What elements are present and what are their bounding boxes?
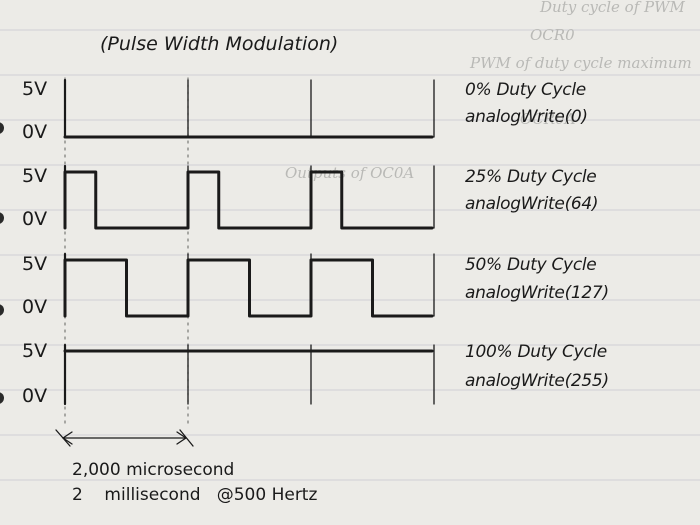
analogwrite-call: analogWrite(0) xyxy=(465,107,588,127)
ghost-text: Duty cycle of PWM OCR0 PWM of duty cycle… xyxy=(285,0,692,182)
duty-cycle-label: 25% Duty Cycle xyxy=(465,167,596,187)
axes-group xyxy=(63,78,435,406)
binder-hole xyxy=(0,122,4,134)
tick-mark-right xyxy=(179,429,194,447)
ghost-text-line: OCR0A xyxy=(520,110,576,128)
voltage-low-label: 0V xyxy=(22,208,47,230)
row-0-duty-0: 5V 0V 0% Duty Cycle analogWrite(0) xyxy=(22,78,588,143)
voltage-high-label: 5V xyxy=(22,340,47,362)
ghost-text-line: Duty cycle of PWM xyxy=(539,0,686,16)
analogwrite-call: analogWrite(127) xyxy=(465,283,609,303)
voltage-high-label: 5V xyxy=(22,165,47,187)
voltage-low-label: 0V xyxy=(22,385,47,407)
binder-holes xyxy=(0,122,4,404)
voltage-high-label: 5V xyxy=(22,253,47,275)
ruled-lines xyxy=(0,29,700,481)
row-1-duty-25: 5V 0V 25% Duty Cycle analogWrite(64) xyxy=(22,165,599,230)
duty-cycle-label: 0% Duty Cycle xyxy=(465,80,586,100)
period-milliseconds-frequency: 2 millisecond @500 Hertz xyxy=(72,485,317,505)
duty-cycle-label: 50% Duty Cycle xyxy=(465,255,596,275)
period-dimension: 2,000 microsecond 2 millisecond @500 Her… xyxy=(55,429,317,505)
analogwrite-call: analogWrite(64) xyxy=(465,194,598,214)
diagram-title: (Pulse Width Modulation) xyxy=(100,33,338,55)
waveforms xyxy=(63,135,434,353)
ghost-text-line: PWM of duty cycle maximum xyxy=(469,54,692,72)
period-markers xyxy=(64,77,189,426)
binder-hole xyxy=(0,304,4,316)
ghost-text-line: Outputs of OC0A xyxy=(285,164,414,182)
pwm-waveform xyxy=(63,258,434,318)
row-2-duty-50: 5V 0V 50% Duty Cycle analogWrite(127) xyxy=(22,253,609,318)
tick-mark-left xyxy=(55,429,71,447)
duty-cycle-label: 100% Duty Cycle xyxy=(465,342,607,362)
binder-hole xyxy=(0,212,4,224)
binder-hole xyxy=(0,392,4,404)
voltage-high-label: 5V xyxy=(22,78,47,100)
voltage-low-label: 0V xyxy=(22,296,47,318)
row-3-duty-100: 5V 0V 100% Duty Cycle analogWrite(255) xyxy=(22,340,609,407)
period-microseconds: 2,000 microsecond xyxy=(72,460,234,480)
analogwrite-call: analogWrite(255) xyxy=(465,371,609,391)
voltage-low-label: 0V xyxy=(22,121,47,143)
pwm-waveform xyxy=(63,170,434,230)
ghost-text-line: OCR0 xyxy=(530,26,575,44)
